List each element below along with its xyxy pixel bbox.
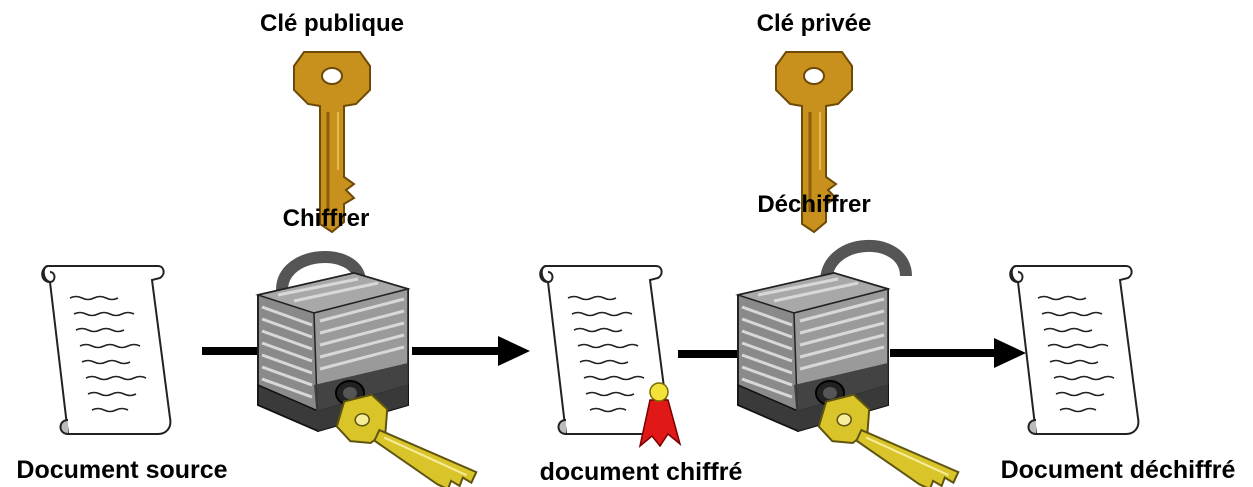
source-document-label: Document source — [16, 456, 227, 484]
public-key-label: Clé publique — [260, 10, 404, 37]
arrow-lock-to-decrypted — [890, 338, 1026, 368]
encrypted-document-label: document chiffré — [540, 458, 743, 486]
source-document-icon — [41, 265, 172, 435]
decrypt-label: Déchiffrer — [757, 191, 870, 218]
arrow-lock-to-encrypted — [412, 336, 530, 366]
encrypt-label: Chiffrer — [283, 205, 370, 232]
private-key-label: Clé privée — [757, 10, 872, 37]
open-padlock-icon — [736, 239, 912, 433]
decrypted-document-label: Document déchiffré — [1001, 456, 1236, 484]
decrypted-document-icon — [1009, 265, 1140, 435]
ribbon-seal-icon — [638, 382, 682, 448]
closed-padlock-icon — [256, 251, 410, 433]
